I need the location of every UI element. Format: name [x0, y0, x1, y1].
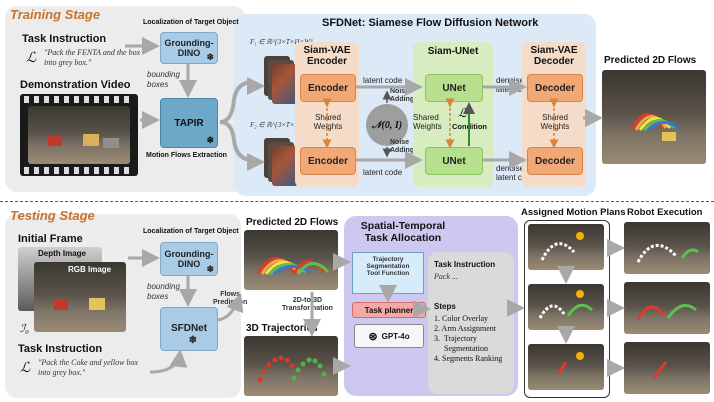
encoder-top-label: Encoder [307, 82, 348, 94]
testing-stage-label: Testing Stage [10, 208, 95, 223]
stta-title: Spatial-Temporal Task Allocation [360, 220, 446, 245]
noise-adding-top: Noise Adding [390, 88, 415, 103]
testing-task-symbol: ℒ [20, 361, 31, 376]
testing-grounding-dino-label: Grounding-DINO [164, 248, 214, 269]
stage-divider [0, 201, 714, 202]
sfdnet-title: SFDNet: Siamese Flow Diffusion Network [322, 17, 539, 29]
siam-vae-decoder-title: Siam-VAE Decoder [530, 45, 578, 67]
testing-task-quote: "Pack the Coke and yellow box into grey … [38, 358, 138, 377]
step-item: 3. Trajectory Segmentation [434, 334, 488, 353]
transform-label: 2D-to-3D Transformation [282, 297, 333, 312]
task-instruction-title: Task Instruction [22, 33, 107, 45]
decoder-bottom-label: Decoder [534, 155, 575, 167]
task-planner-box: Task planner [352, 302, 426, 318]
training-bounding-boxes: bounding boxes [147, 70, 180, 89]
testing-localization-label: Localization of Target Object [143, 228, 239, 235]
unet-bottom-label: UNet [442, 155, 466, 167]
frozen-snowflake-icon: ❄ [206, 263, 214, 274]
demo-video-filmstrip [20, 94, 138, 176]
initial-frame-title: Initial Frame [18, 233, 83, 245]
testing-bounding-boxes: bounding boxes [147, 282, 180, 301]
robot-execution-title: Robot Execution [627, 207, 703, 218]
siam-vae-encoder-title: Siam-VAE Encoder [303, 45, 351, 67]
sfdnet-module: SFDNet ❄ [160, 307, 218, 351]
training-connectors [125, 37, 603, 171]
i0-label: ℐ₀ [20, 323, 29, 335]
rgb-image [34, 262, 126, 332]
flow-f1-label: F₁ ∈ ℝ^{3×T×H×W} [250, 38, 313, 46]
frozen-snowflake-icon: ❄ [188, 334, 197, 346]
grounding-dino-label: Grounding-DINO [164, 37, 214, 58]
tool-function-card: Trajectory Segmentation Tool Function [352, 252, 424, 294]
step-item: 4. Segments Ranking [434, 354, 503, 363]
testing-predicted-flows-title: Predicted 2D Flows [246, 217, 339, 228]
testing-task-instruction-title: Task Instruction [18, 343, 103, 355]
trajectories-image [244, 336, 338, 396]
plan-instruction-title: Task Instruction [434, 260, 496, 269]
training-stage-label: Training Stage [10, 7, 101, 22]
tapir-module: TAPIR ❄ [160, 98, 218, 148]
encoder-bottom: Encoder [300, 147, 356, 175]
gaussian-noise-circle: 𝒩(0, I) [366, 104, 408, 146]
unet-top-label: UNet [442, 82, 466, 94]
gpt-box: ⊛ GPT-4o [354, 324, 424, 348]
rgb-image-label: RGB Image [68, 265, 112, 274]
motion-flows-label: Motion Flows Extraction [146, 152, 227, 159]
demo-video-title: Demonstration Video [20, 79, 131, 91]
condition-symbol: ℒ [458, 106, 467, 120]
training-grounding-dino: Grounding-DINO ❄ [160, 32, 218, 64]
tapir-label: TAPIR [174, 117, 204, 129]
tool-function-label: Trajectory Segmentation Tool Function [366, 256, 410, 278]
task-planner-label: Task planner [364, 305, 414, 315]
steps-title: Steps [434, 302, 456, 311]
training-localization-label: Localization of Target Object [143, 19, 239, 26]
latent-code-top: latent code [363, 76, 403, 85]
depth-image-label: Depth Image [38, 249, 87, 258]
gpt-label: GPT-4o [381, 331, 410, 341]
latent-code-bottom: latent code [363, 168, 403, 177]
encoder-bottom-label: Encoder [307, 155, 348, 167]
task-symbol: ℒ [26, 51, 37, 66]
flow-f2-label: F₂ ∈ ℝ^{3×T×H×W} [250, 121, 313, 129]
decoder-top-label: Decoder [534, 82, 575, 94]
robot-image-2 [624, 282, 710, 334]
training-predicted-flows-title: Predicted 2D Flows [604, 55, 697, 66]
step-item: 1. Color Overlay [434, 314, 488, 323]
task-quote: "Pack the FENTA and the box into grey bo… [44, 48, 141, 67]
robot-image-1 [624, 222, 710, 274]
unet-shared-weights: Shared Weights [413, 113, 442, 132]
step-item: 2. Arm Assignment [434, 324, 497, 333]
frozen-snowflake-icon: ❄ [206, 135, 214, 145]
gaussian-label: 𝒩(0, I) [371, 119, 403, 131]
flows-prediction-label: Flows Prediction [213, 291, 248, 306]
noise-adding-bottom: Noise Adding [390, 139, 415, 154]
testing-predicted-flows-image [244, 230, 338, 290]
plan-output-card [428, 252, 514, 394]
demo-video-frame [28, 106, 130, 164]
training-predicted-flows-image [602, 70, 706, 164]
frozen-snowflake-icon: ❄ [206, 51, 214, 62]
steps-list: 1. Color Overlay 2. Arm Assignment 3. Tr… [434, 314, 502, 364]
testing-grounding-dino: Grounding-DINO ❄ [160, 242, 218, 276]
plan-instruction-text: Pack ... [434, 272, 458, 281]
plan-image-3 [528, 344, 604, 390]
robot-image-3 [624, 342, 710, 394]
sfdnet-label: SFDNet [170, 323, 208, 335]
openai-icon: ⊛ [368, 330, 378, 343]
siam-unet-title: Siam-UNet [427, 46, 479, 57]
plan-image-1 [528, 224, 604, 270]
plan-image-2 [528, 284, 604, 330]
assigned-plans-title: Assigned Motion Plans [521, 207, 626, 218]
trajectories-title: 3D Trajectories [246, 323, 318, 334]
unet-bottom: UNet [425, 147, 483, 175]
